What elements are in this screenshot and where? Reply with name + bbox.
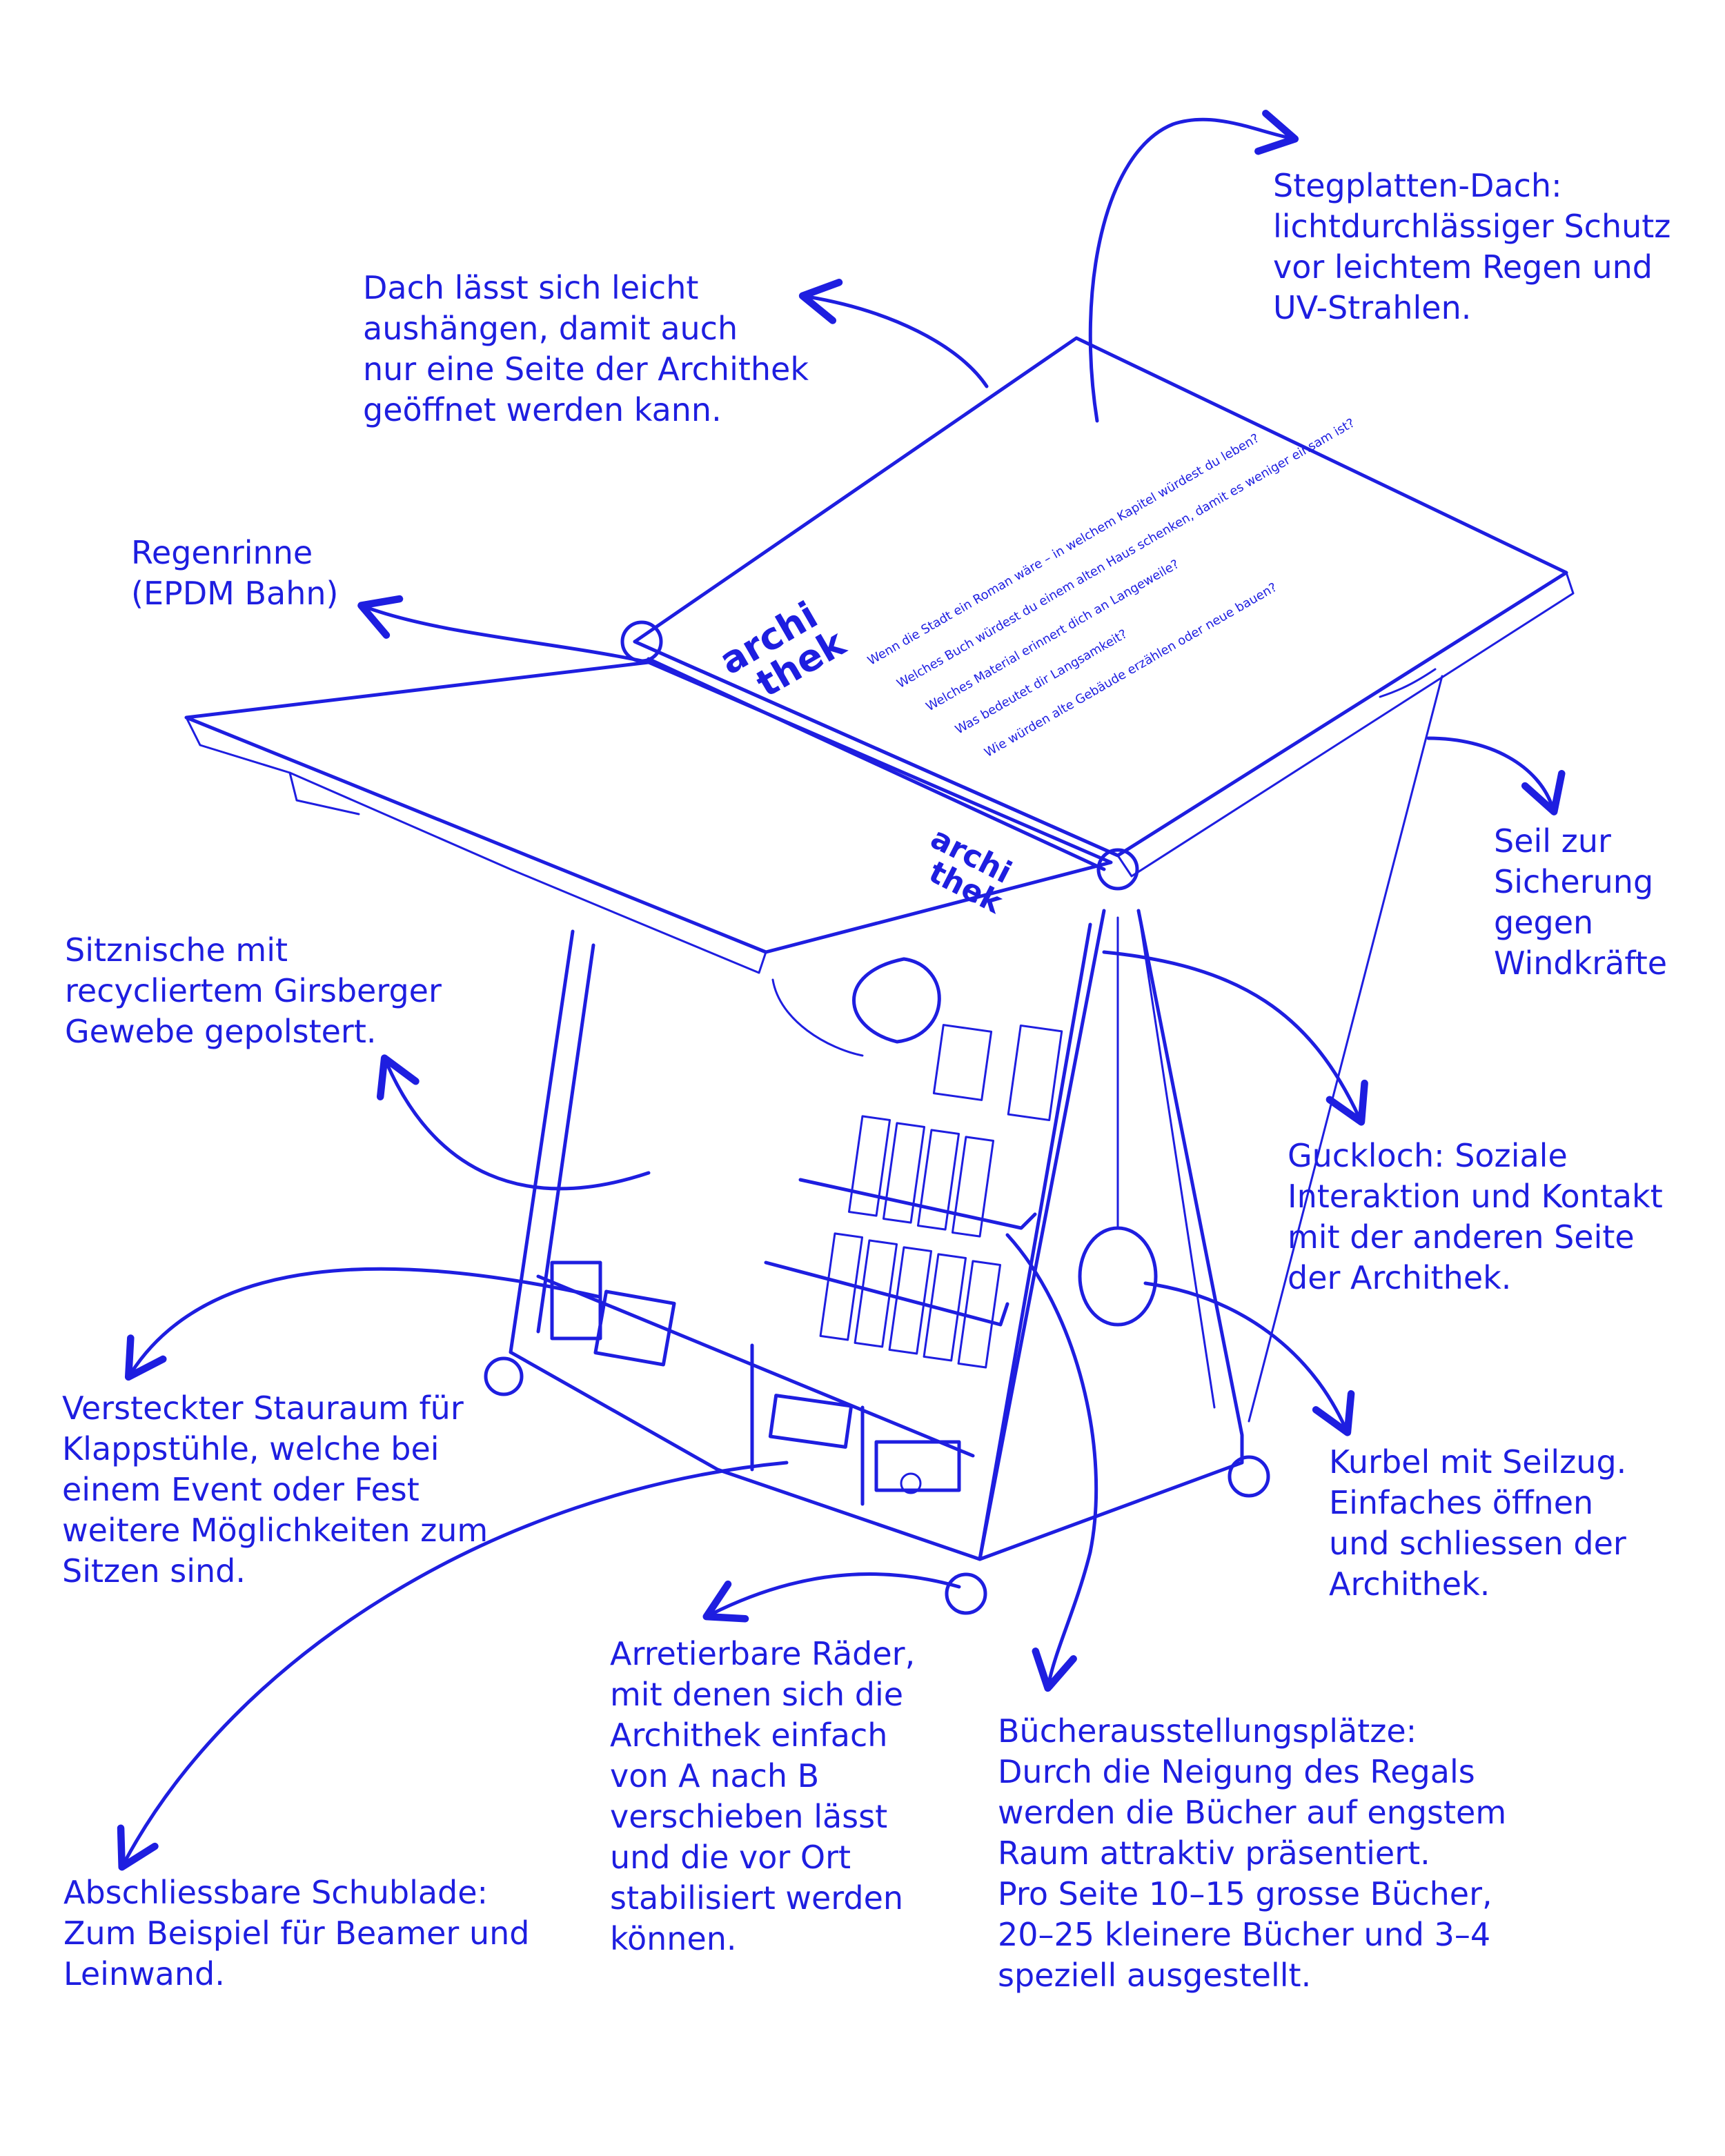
middle-shelf bbox=[764, 1260, 1009, 1327]
label-schublade: Abschliessbare Schublade: Zum Beispiel f… bbox=[63, 1874, 530, 1992]
label-seil: Seil zur Sicherung gegen Windkräfte bbox=[1494, 822, 1668, 982]
label-sitznische: Sitznische mit recycliertem Girsberger G… bbox=[65, 931, 442, 1050]
left-roof-logo: archi thek bbox=[923, 820, 1017, 921]
drawer-box bbox=[874, 1440, 961, 1492]
label-guckloch: Guckloch: Soziale Interaktion und Kontak… bbox=[1288, 1137, 1663, 1296]
arrow-regenrinne bbox=[357, 595, 651, 664]
right-hinge bbox=[1096, 848, 1139, 891]
arrow-raeder bbox=[702, 1572, 961, 1623]
arrow-buecher bbox=[1005, 1233, 1098, 1692]
wheel-front-left bbox=[484, 1356, 524, 1396]
crank bbox=[1078, 1226, 1158, 1327]
right-roof-questions: Wenn die Stadt ein Roman wäre – in welch… bbox=[865, 416, 1357, 760]
arrow-seil bbox=[1426, 736, 1566, 815]
arrow-schublade bbox=[117, 1461, 789, 1871]
lower-shelf bbox=[536, 1274, 975, 1458]
wheel-back-right bbox=[1228, 1455, 1270, 1498]
svg-text:Welches Material erinnert dich: Welches Material erinnert dich an Langew… bbox=[924, 557, 1182, 714]
label-kurbel: Kurbel mit Seilzug. Einfaches öffnen und… bbox=[1329, 1443, 1627, 1603]
peephole bbox=[852, 957, 941, 1044]
books bbox=[819, 1024, 1063, 1369]
frame-right-side bbox=[978, 909, 1244, 1561]
arrow-kurbel bbox=[1143, 1281, 1355, 1436]
upper-shelf bbox=[798, 1178, 1037, 1230]
label-buecher: Bücherausstellungsplätze: Durch die Neig… bbox=[998, 1712, 1507, 1994]
arrow-dach bbox=[798, 279, 989, 388]
frame-left-side bbox=[509, 922, 1092, 1561]
label-stauraum: Versteckter Stauraum für Klappstühle, we… bbox=[62, 1389, 489, 1590]
left-hinge bbox=[620, 620, 663, 663]
arrow-guckloch bbox=[1102, 950, 1368, 1126]
label-dach-aushaengen: Dach lässt sich leicht aushängen, damit … bbox=[363, 269, 809, 428]
arrow-sitznische bbox=[376, 1054, 651, 1191]
label-regenrinne: Regenrinne (EPDM Bahn) bbox=[131, 534, 339, 612]
arrow-stegplatten bbox=[1088, 110, 1299, 423]
label-stegplatten-dach: Stegplatten-Dach: lichtdurchlässiger Sch… bbox=[1273, 167, 1671, 326]
arrow-stauraum bbox=[124, 1267, 602, 1381]
folding-chair-box bbox=[550, 1260, 602, 1341]
wheel-front-right bbox=[945, 1572, 987, 1615]
svg-text:Welches Buch würdest du einem: Welches Buch würdest du einem alten Haus… bbox=[894, 416, 1357, 691]
left-roof-panel bbox=[184, 660, 1113, 954]
label-raeder: Arretierbare Räder, mit denen sich die A… bbox=[610, 1635, 916, 1957]
